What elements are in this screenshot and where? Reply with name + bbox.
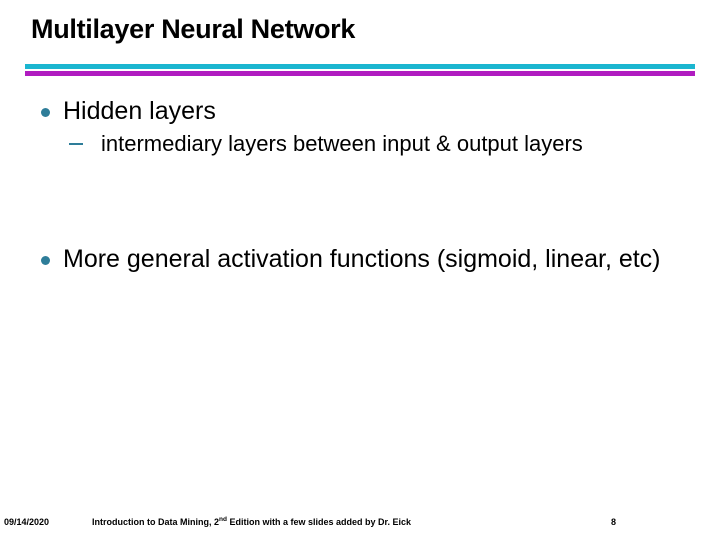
sub-bullet-text: intermediary layers between input & outp… (101, 131, 583, 156)
footer-attribution-ordinal: nd (219, 516, 227, 523)
footer-date: 09/14/2020 (4, 517, 50, 527)
footer-attribution-part2: Edition with a few slides added by Dr. E… (226, 517, 411, 527)
bullet-item-activation-functions: More general activation functions (sigmo… (31, 243, 693, 276)
divider-line-magenta (25, 71, 695, 76)
page-title: Multilayer Neural Network (31, 14, 356, 44)
slide-body: Hidden layers intermediary layers betwee… (31, 95, 693, 485)
bullet-text: More general activation functions (sigmo… (63, 245, 661, 273)
bullet-spacer (31, 159, 693, 243)
title-divider (25, 64, 695, 76)
divider-line-teal (25, 64, 695, 69)
footer-attribution-part1: Introduction to Data Mining, 2 (92, 517, 219, 527)
bullet-dot-icon (41, 108, 50, 117)
bullet-dot-icon (41, 256, 50, 265)
footer-attribution: Introduction to Data Mining, 2nd Edition… (92, 516, 411, 527)
bullet-text: Hidden layers (63, 97, 216, 125)
footer-page-number: 8 (611, 517, 617, 527)
slide-footer: 09/14/2020 Introduction to Data Mining, … (0, 516, 720, 535)
bullet-item-hidden-layers: Hidden layers (31, 95, 693, 128)
divider-gap (25, 69, 695, 71)
sub-bullet-item-intermediary-layers: intermediary layers between input & outp… (31, 128, 693, 159)
bullet-dash-icon (69, 143, 83, 145)
